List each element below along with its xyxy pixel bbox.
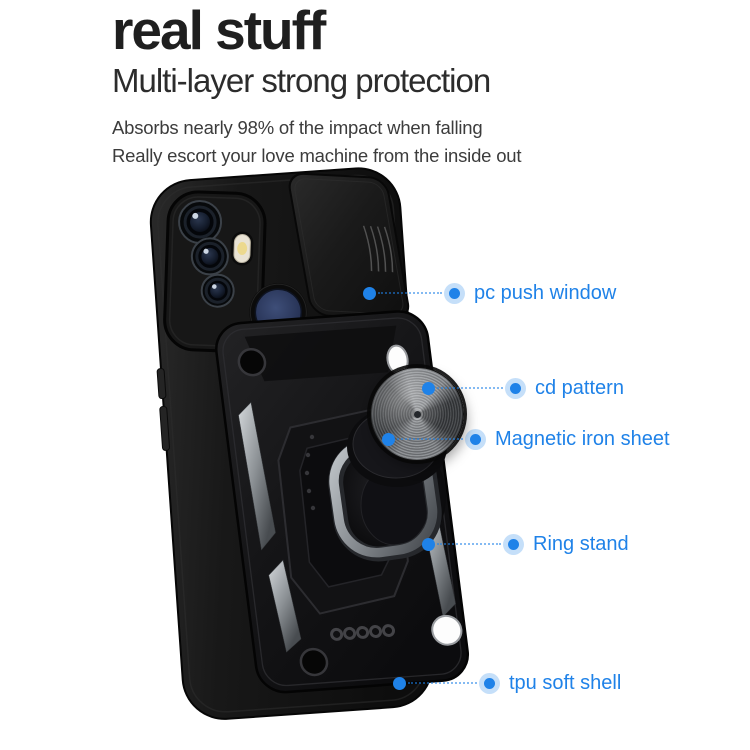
description: Absorbs nearly 98% of the impact when fa… — [112, 114, 522, 170]
callout-label: Ring stand — [533, 532, 629, 555]
callout-connector-line — [437, 543, 501, 545]
callout-label: cd pattern — [535, 376, 624, 399]
callout-label-dot — [479, 672, 500, 694]
callout-source-dot — [393, 676, 406, 690]
grip-dots — [330, 624, 396, 641]
camera-slide-cover — [288, 172, 410, 321]
callout-label-dot — [505, 377, 526, 399]
callout-source-dot — [382, 432, 395, 446]
callout-label-dot — [444, 282, 465, 304]
screw-hole — [237, 348, 267, 377]
flash-led — [230, 231, 254, 266]
callout-connector-line — [397, 438, 463, 440]
armor-top-panel — [244, 325, 397, 382]
description-line-1: Absorbs nearly 98% of the impact when fa… — [112, 117, 483, 138]
callout-connector-line — [378, 292, 442, 294]
callout-connector-line — [408, 682, 477, 684]
callout-label: Magnetic iron sheet — [495, 427, 670, 450]
rivet-dots — [304, 434, 316, 511]
callout-source-dot — [422, 537, 435, 551]
callout-pc-push-window: pc push window — [363, 282, 616, 304]
callout-label-dot — [465, 428, 486, 450]
callout-source-dot — [422, 381, 435, 395]
callout-label-dot — [503, 533, 524, 555]
volume-button — [156, 368, 167, 400]
description-line-2: Really escort your love machine from the… — [112, 145, 522, 166]
camera-lens — [178, 200, 223, 245]
camera-lens — [200, 273, 235, 308]
grip-lines — [362, 225, 394, 273]
screw-hole — [299, 647, 329, 677]
callout-connector-line — [437, 387, 503, 389]
page-subtitle: Multi-layer strong protection — [112, 62, 491, 99]
callout-label: pc push window — [474, 281, 617, 304]
callout-label: tpu soft shell — [509, 671, 622, 694]
callout-tpu-soft-shell: tpu soft shell — [393, 672, 621, 694]
camera-island — [163, 190, 267, 353]
disc-center-icon — [413, 410, 421, 418]
header: real stuff Multi-layer strong protection… — [112, 0, 522, 170]
callout-source-dot — [363, 286, 376, 300]
callout-cd-pattern: cd pattern — [422, 377, 624, 399]
page-title: real stuff — [112, 0, 326, 61]
callout-ring-stand: Ring stand — [422, 533, 629, 555]
camera-lens — [190, 237, 229, 276]
callout-magnetic-iron-sheet: Magnetic iron sheet — [382, 428, 670, 450]
power-button — [159, 405, 170, 451]
screw-hole — [431, 614, 463, 646]
